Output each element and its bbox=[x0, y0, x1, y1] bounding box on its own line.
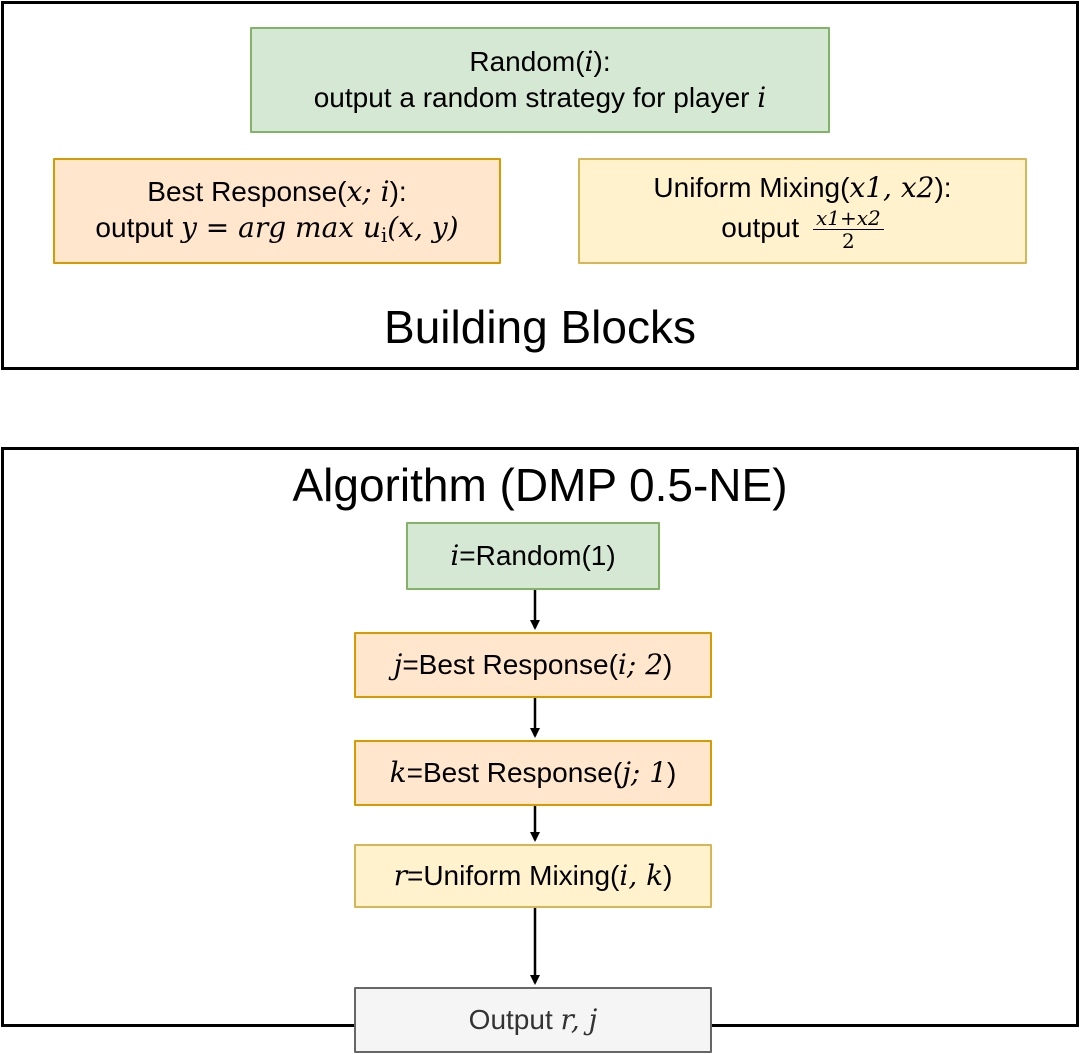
best-response-block-line1: Best Response(x; i): bbox=[147, 174, 407, 208]
best-response-block-line2: output y = arg max ui(x, y) bbox=[95, 211, 459, 247]
uniform-mixing-block-line2: output x1+x2 2 bbox=[721, 207, 884, 252]
step-uniform-mixing: r=Uniform Mixing(i, k) bbox=[354, 844, 712, 908]
random-block-line2: output a random strategy for player i bbox=[313, 81, 767, 114]
mixing-fraction: x1+x2 2 bbox=[812, 207, 884, 252]
step-best-response-j: j=Best Response(i; 2) bbox=[354, 632, 712, 698]
step-random: i=Random(1) bbox=[406, 522, 660, 590]
building-blocks-title: Building Blocks bbox=[384, 301, 696, 353]
uniform-mixing-block-line1: Uniform Mixing(x1, x2): bbox=[653, 171, 952, 205]
random-block-line1: Random(i): bbox=[469, 44, 611, 78]
best-response-block: Best Response(x; i): output y = arg max … bbox=[53, 158, 501, 264]
algorithm-title: Algorithm (DMP 0.5-NE) bbox=[292, 459, 788, 511]
uniform-mixing-block: Uniform Mixing(x1, x2): output x1+x2 2 bbox=[578, 158, 1027, 264]
step-best-response-k: k=Best Response(j; 1) bbox=[354, 740, 712, 806]
random-block: Random(i): output a random strategy for … bbox=[250, 27, 830, 133]
output-box: Output r, j bbox=[354, 987, 712, 1053]
